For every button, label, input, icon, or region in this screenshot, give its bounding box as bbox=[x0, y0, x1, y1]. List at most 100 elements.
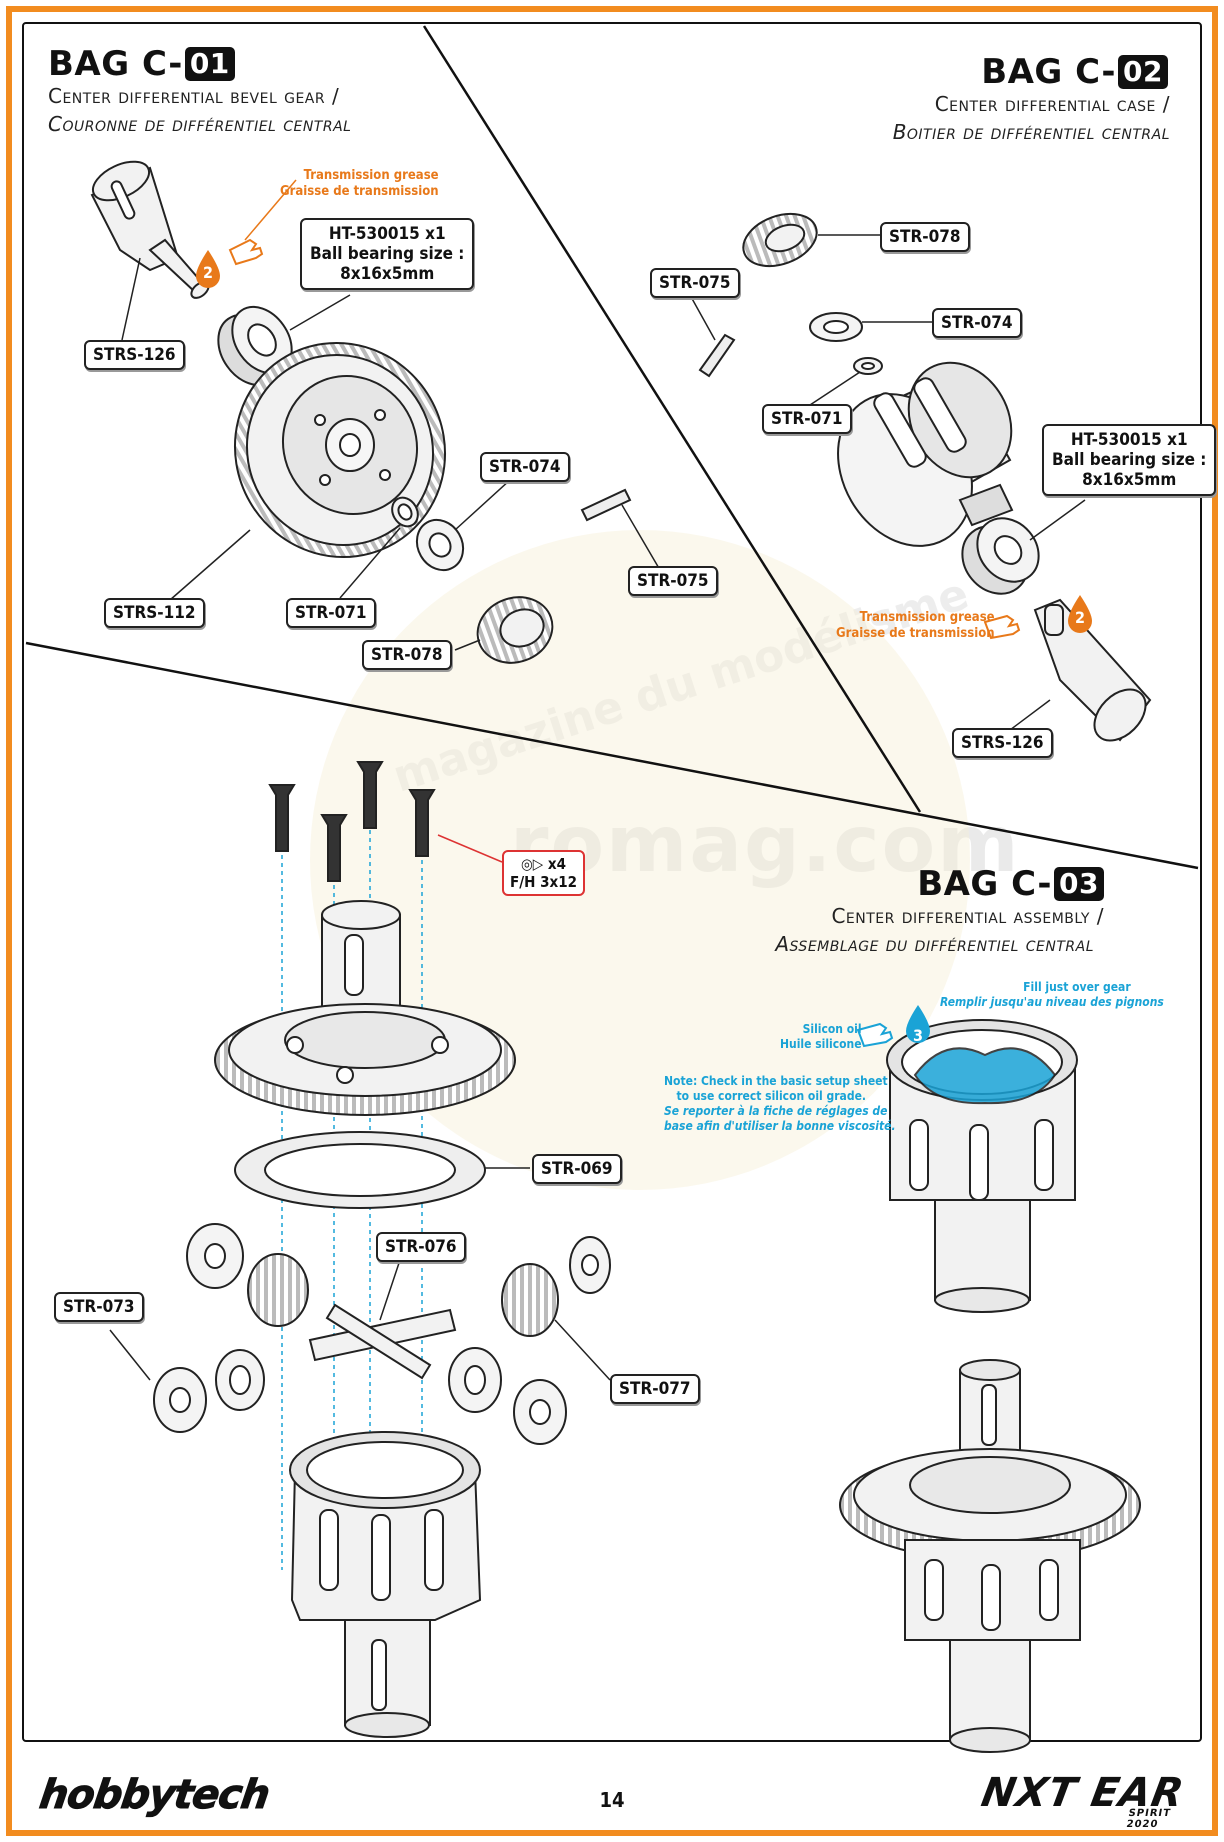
bag01-bearing-size-label: Ball bearing size : bbox=[310, 244, 465, 264]
ball-bearing-bag01 bbox=[217, 305, 293, 387]
screw-size: F/H 3x12 bbox=[510, 873, 578, 891]
oil-grade-note-fr-1: Se reporter à la fiche de réglages de bbox=[664, 1104, 888, 1118]
bag01-grease-note: Transmission grease Graisse de transmiss… bbox=[280, 168, 439, 200]
washers-str073 bbox=[153, 1223, 611, 1445]
outdrive-cup-bag01 bbox=[90, 160, 210, 299]
diff-case-bag03 bbox=[289, 1431, 482, 1738]
bag01-subtitle-en: Center differential bevel gear / bbox=[48, 84, 340, 108]
bag01-title: BAG C-01 bbox=[48, 44, 235, 84]
bag03-subtitle-en: Center differential assembly / bbox=[831, 904, 1104, 928]
diff-case-bag02 bbox=[837, 361, 1014, 547]
nxt-gear-logo-sub: SPIRIT 2020 bbox=[1125, 1808, 1173, 1830]
screw-qty-value: x4 bbox=[547, 855, 566, 873]
screw-quantity: ◎▷ x4 bbox=[521, 855, 566, 873]
pointing-hand-oil bbox=[856, 1022, 894, 1048]
gasket-str069 bbox=[234, 1131, 486, 1209]
content-border bbox=[22, 22, 1202, 1742]
oil-grade-note-en-2: to use correct silicon oil grade. bbox=[676, 1089, 866, 1103]
oil-grade-note-fr-2: base afin d'utiliser la bonne viscosité. bbox=[664, 1119, 896, 1133]
bag02-title-number: 02 bbox=[1118, 55, 1168, 89]
washer-str074-bag02 bbox=[809, 312, 863, 342]
watermark-text: romag.com bbox=[510, 800, 1021, 890]
bevel-gear-str078-bag02 bbox=[742, 212, 818, 268]
bag01-grease-en: Transmission grease bbox=[303, 168, 439, 183]
ball-bearing-bag02 bbox=[961, 517, 1040, 595]
washer-str071-bag01 bbox=[391, 496, 419, 528]
bevel-gear-right bbox=[448, 1263, 559, 1413]
oil-step-number: 3 bbox=[912, 1026, 923, 1045]
bag01-step-badge: 2 bbox=[195, 254, 221, 286]
cross-pin-str076 bbox=[308, 1303, 457, 1380]
part-label-str075-bag02: STR-075 bbox=[650, 268, 740, 298]
oil-note-fr: Huile silicone bbox=[780, 1037, 862, 1051]
outdrive-bag03 bbox=[321, 900, 401, 1011]
assembled-center-diff bbox=[839, 1359, 1141, 1753]
pin-str075-bag02 bbox=[698, 333, 736, 378]
part-label-strs112: STRS-112 bbox=[104, 598, 205, 628]
fill-note-fr: Remplir jusqu'au niveau des pignons bbox=[940, 995, 1164, 1009]
part-label-str078-bag01: STR-078 bbox=[362, 640, 452, 670]
bag01-subtitle-fr: Couronne de différentiel central bbox=[48, 112, 352, 136]
screw-3 bbox=[356, 761, 384, 829]
bag03-title: BAG C-03 bbox=[917, 864, 1104, 904]
bag01-bearing-size: 8x16x5mm bbox=[340, 264, 435, 284]
bag01-bearing-part: HT-530015 x1 bbox=[328, 224, 446, 244]
bevel-gear-str078-bag01 bbox=[476, 596, 554, 664]
fill-note: Fill just over gear Remplir jusqu'au niv… bbox=[940, 980, 1164, 1010]
oil-grade-note-en-1: Note: Check in the basic setup sheet bbox=[664, 1074, 888, 1088]
bag02-subtitle-fr: Boitier de différentiel central bbox=[892, 120, 1170, 144]
part-label-str075-bag01: STR-075 bbox=[628, 566, 718, 596]
bag02-grease-fr: Graisse de transmission bbox=[836, 626, 995, 641]
oil-note-en: Silicon oil bbox=[802, 1022, 862, 1036]
page-number: 14 bbox=[599, 1788, 625, 1812]
oil-drop bbox=[906, 1005, 930, 1043]
pin-str075-bag01 bbox=[580, 488, 632, 522]
part-label-str074-bag02: STR-074 bbox=[932, 308, 1022, 338]
bag02-bearing-size-label: Ball bearing size : bbox=[1052, 450, 1207, 470]
divider-diagonal-top bbox=[422, 25, 922, 813]
part-label-str071-bag02: STR-071 bbox=[762, 404, 852, 434]
bag02-title-prefix: BAG C- bbox=[981, 52, 1117, 92]
part-label-str069: STR-069 bbox=[532, 1154, 622, 1184]
nxt-gear-logo: NXT EAR SPIRIT 2020 bbox=[978, 1770, 1188, 1830]
bag03-subtitle-fr: Assemblage du différentiel central bbox=[775, 932, 1094, 956]
assembled-diff-with-oil bbox=[886, 1019, 1078, 1313]
washer-str074-bag01 bbox=[415, 518, 465, 572]
grease-drop-bag02 bbox=[1068, 595, 1092, 633]
hobbytech-logo: hobbytech bbox=[36, 1772, 272, 1819]
grease-drop-bag01 bbox=[196, 250, 220, 288]
bag02-subtitle-en: Center differential case / bbox=[934, 92, 1170, 116]
outdrive-cup-bag02 bbox=[1033, 598, 1152, 742]
bag02-step-badge: 2 bbox=[1067, 599, 1093, 631]
bag02-bearing-size: 8x16x5mm bbox=[1082, 470, 1177, 490]
fill-note-en: Fill just over gear bbox=[1023, 980, 1131, 994]
part-label-str074-bag01: STR-074 bbox=[480, 452, 570, 482]
bag01-step-number: 2 bbox=[202, 263, 213, 282]
bag02-grease-en: Transmission grease bbox=[859, 610, 995, 625]
bevel-gear-left bbox=[215, 1253, 309, 1411]
page-frame bbox=[6, 6, 1218, 1836]
part-label-strs126-bag02: STRS-126 bbox=[952, 728, 1053, 758]
part-label-str073: STR-073 bbox=[54, 1292, 144, 1322]
bag02-grease-note: Transmission grease Graisse de transmiss… bbox=[836, 610, 995, 642]
oil-grade-note: Note: Check in the basic setup sheet to … bbox=[664, 1074, 896, 1134]
bag01-bearing-callout: HT-530015 x1 Ball bearing size : 8x16x5m… bbox=[300, 218, 475, 290]
screw-callout: ◎▷ x4 F/H 3x12 bbox=[502, 850, 586, 896]
pointing-hand-bag02 bbox=[983, 614, 1021, 640]
part-label-str077: STR-077 bbox=[610, 1374, 700, 1404]
part-label-str076: STR-076 bbox=[376, 1232, 466, 1262]
bag03-title-prefix: BAG C- bbox=[917, 864, 1053, 904]
divider-diagonal-middle bbox=[25, 641, 1199, 870]
bag01-grease-fr: Graisse de transmission bbox=[280, 184, 439, 199]
oil-note: Silicon oil Huile silicone bbox=[780, 1022, 862, 1052]
oil-step-badge: 3 bbox=[905, 1017, 931, 1049]
bag03-title-number: 03 bbox=[1054, 867, 1104, 901]
washer-str071-bag02 bbox=[853, 357, 883, 375]
screw-4 bbox=[408, 789, 436, 857]
bag02-step-number: 2 bbox=[1074, 608, 1085, 627]
bag01-title-prefix: BAG C- bbox=[48, 44, 183, 84]
part-label-str078-bag02: STR-078 bbox=[880, 222, 970, 252]
part-label-strs126-bag01: STRS-126 bbox=[84, 340, 185, 370]
spur-gear-bag03 bbox=[214, 1003, 516, 1116]
